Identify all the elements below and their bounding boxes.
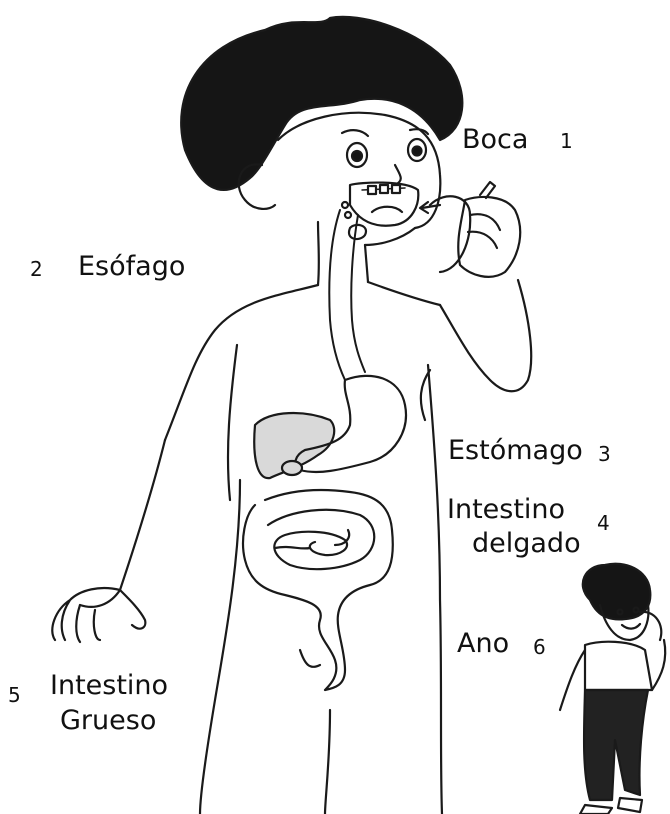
- left-hand: [52, 588, 145, 642]
- label-intestino-delgado-line2: delgado: [472, 529, 581, 559]
- label-intestino-delgado-line1: Intestino: [447, 495, 565, 525]
- label-boca: Boca: [462, 125, 528, 155]
- label-intestino-grueso-line1: Intestino: [50, 671, 168, 701]
- apple-stem: [480, 182, 495, 198]
- small-intestine: [268, 510, 374, 569]
- gallbladder: [282, 461, 302, 475]
- left-arm: [80, 440, 165, 607]
- label-esofago: Esófago: [78, 252, 185, 282]
- small-boy-illustration: [560, 564, 665, 814]
- right-shoulder: [368, 282, 440, 305]
- number-intestino-delgado: 4: [597, 512, 610, 534]
- number-boca: 1: [560, 130, 573, 152]
- number-ano: 6: [533, 636, 546, 658]
- large-intestine: [243, 490, 393, 690]
- label-intestino-grueso-line2: Grueso: [60, 706, 156, 736]
- number-estomago: 3: [598, 443, 611, 465]
- label-estomago: Estómago: [448, 436, 583, 466]
- right-upper-arm: [440, 280, 531, 391]
- torso-right-side: [428, 365, 442, 814]
- number-intestino-grueso: 5: [8, 684, 21, 706]
- torso-left-side: [200, 480, 240, 814]
- number-esofago: 2: [30, 258, 43, 280]
- hair: [181, 17, 462, 190]
- label-ano: Ano: [457, 629, 509, 659]
- esophagus: [329, 210, 365, 380]
- nose: [395, 165, 401, 185]
